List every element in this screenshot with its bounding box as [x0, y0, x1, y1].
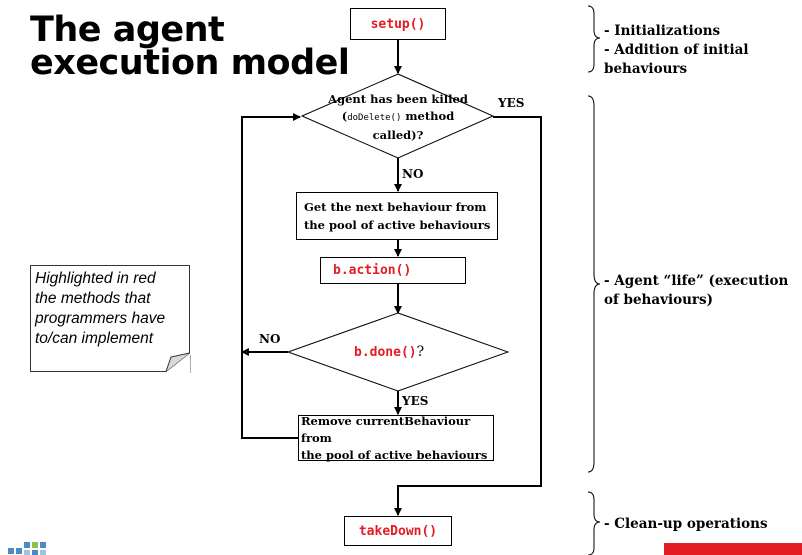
phase-init-line-1: - Initializations: [604, 23, 721, 39]
takedown-box: takeDown(): [344, 516, 452, 546]
note-outline: [30, 265, 190, 372]
get-next-line-1: Get the next behaviour from: [304, 200, 487, 214]
note-line-1: Highlighted in red: [35, 270, 156, 287]
decision-killed-line-1: Agent has been killed: [328, 92, 468, 106]
decision-done-text: b.done()?: [354, 343, 424, 361]
get-next-behaviour-box: Get the next behaviour from the pool of …: [296, 192, 498, 240]
note-line-4: to/can implement: [35, 330, 154, 347]
label-yes-bottom: YES: [402, 394, 429, 408]
note-line-2: the methods that: [35, 290, 151, 307]
phase-life: - Agent “life” (execution of behaviours): [604, 272, 799, 310]
label-no-left: NO: [259, 332, 281, 346]
action-method: b.action(): [333, 263, 412, 278]
done-question-mark: ?: [416, 344, 425, 360]
brace-cleanup: [587, 491, 601, 555]
action-box: b.action(): [320, 257, 466, 284]
decision-killed-line-3: called)?: [372, 128, 424, 142]
setup-method: setup(): [370, 16, 426, 32]
remove-line-2: the pool of active behaviours: [301, 447, 488, 462]
phase-life-line-2: of behaviours): [604, 292, 713, 308]
phase-cleanup: - Clean-up operations: [604, 516, 768, 532]
decision-killed-text: Agent has been killed (doDelete() method…: [318, 91, 478, 144]
brace-init: [587, 5, 601, 73]
phase-init-line-2: - Addition of initial: [604, 42, 749, 58]
accent-bar: [664, 543, 802, 555]
phase-init: - Initializations - Addition of initial …: [604, 22, 794, 79]
title-line-2: execution model: [30, 43, 350, 83]
title-line-1: The agent: [30, 10, 225, 50]
remove-line-1: Remove currentBehaviour from: [301, 413, 471, 445]
get-next-line-2: the pool of active behaviours: [304, 218, 491, 232]
note-text: Highlighted in red the methods that prog…: [35, 269, 185, 349]
brace-life: [587, 95, 601, 473]
done-method: b.done(): [354, 345, 417, 360]
arrow-yes-to-takedown: [394, 116, 542, 516]
label-no-top: NO: [402, 167, 424, 181]
loop-back-line: [241, 113, 301, 439]
label-yes-top: YES: [498, 96, 525, 110]
decision-killed-line-2: (doDelete() method: [341, 109, 455, 123]
note-line-3: programmers have: [35, 310, 166, 327]
page-title: The agent execution model: [30, 10, 360, 83]
setup-box: setup(): [350, 8, 446, 40]
logo-squares: [8, 540, 68, 555]
takedown-method: takeDown(): [358, 523, 438, 539]
remove-behaviour-box: Remove currentBehaviour from the pool of…: [298, 413, 494, 462]
phase-life-line-1: - Agent “life” (execution: [604, 273, 789, 289]
phase-init-line-3: behaviours: [604, 61, 688, 77]
